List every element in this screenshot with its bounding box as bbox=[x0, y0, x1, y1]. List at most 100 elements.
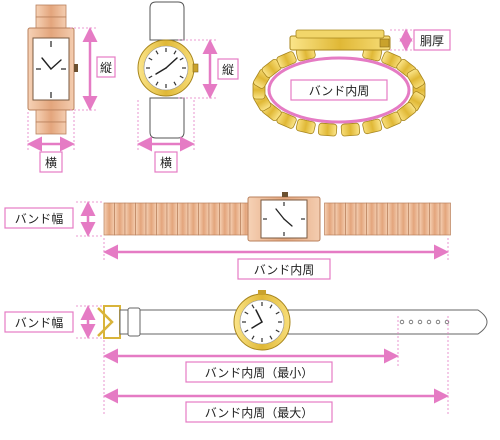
inner-circumference bbox=[267, 56, 411, 124]
hour-tick bbox=[269, 335, 273, 340]
hour-tick bbox=[148, 75, 153, 79]
hour-tick bbox=[179, 75, 184, 79]
hour-tick bbox=[155, 81, 159, 86]
hour-tick bbox=[244, 329, 249, 333]
bracelet-links bbox=[103, 202, 451, 236]
bracelet-link bbox=[187, 202, 199, 236]
hands bbox=[251, 309, 263, 329]
height-label-box: 縦 bbox=[96, 56, 116, 78]
bracelet-link bbox=[381, 111, 402, 129]
hour-tick bbox=[173, 81, 177, 86]
strap-hole bbox=[399, 319, 405, 325]
buckle-frame bbox=[103, 305, 121, 339]
bracelet-link bbox=[408, 202, 420, 236]
bracelet-link bbox=[429, 202, 441, 236]
band-circumference-label-box: バンド内周 bbox=[237, 258, 331, 280]
bracelet-link bbox=[198, 202, 210, 236]
bracelet-link bbox=[418, 202, 430, 236]
strap-holes bbox=[399, 319, 450, 325]
height-label: 縦 bbox=[222, 63, 234, 77]
bracelet-link bbox=[318, 122, 338, 137]
hour-tick bbox=[275, 329, 280, 333]
hour-tick bbox=[244, 311, 249, 315]
bracelet-link bbox=[397, 202, 409, 236]
bracelet-link bbox=[439, 202, 451, 236]
band-width-label: バンド幅 bbox=[15, 315, 64, 330]
band-width-label: バンド幅 bbox=[15, 211, 64, 226]
width-label: 横 bbox=[45, 156, 57, 170]
bracelet-link bbox=[324, 202, 336, 236]
band-width-label-box: バンド幅 bbox=[4, 311, 74, 333]
side-view-watch: バンド内周 胴厚 bbox=[252, 28, 451, 137]
band-circ-max-label-box: バンド内周（最大） bbox=[185, 401, 333, 423]
bracelet-link bbox=[345, 202, 357, 236]
band-circumference-label-box: バンド内周 bbox=[290, 79, 388, 101]
hour-markers bbox=[146, 48, 186, 88]
case-side bbox=[289, 29, 391, 51]
flat-leather-watch: バンド幅 バンド内周（最小） バンド内周（最大） bbox=[4, 290, 488, 423]
bracelet-link bbox=[406, 68, 425, 89]
height-label: 縦 bbox=[100, 61, 112, 75]
width-label-box: 横 bbox=[39, 151, 63, 173]
hour-markers bbox=[242, 302, 282, 342]
guides bbox=[390, 29, 412, 51]
bracelet-link bbox=[340, 122, 360, 137]
bracelet-link bbox=[124, 202, 136, 236]
hour-tick bbox=[275, 311, 280, 315]
strap-keeper bbox=[127, 307, 141, 337]
strap-top bbox=[149, 1, 185, 41]
crown bbox=[74, 64, 78, 72]
hour-tick bbox=[251, 304, 255, 309]
strap-bottom bbox=[149, 97, 185, 139]
bracelet-link bbox=[376, 202, 388, 236]
hour-tick bbox=[269, 304, 273, 309]
hands bbox=[275, 208, 293, 227]
bracelet-link bbox=[166, 202, 178, 236]
hour-markers bbox=[263, 202, 305, 236]
thickness-label-box: 胴厚 bbox=[413, 29, 451, 51]
bracelet-link bbox=[219, 202, 231, 236]
bracelet-link bbox=[295, 118, 316, 135]
strap-hole bbox=[426, 319, 432, 325]
bracelet-link bbox=[355, 202, 367, 236]
bracelet-link bbox=[387, 202, 399, 236]
band-circumference-label: バンド内周 bbox=[309, 84, 370, 98]
height-label-box: 縦 bbox=[217, 58, 239, 80]
hands bbox=[155, 57, 178, 75]
bracelet-bottom bbox=[35, 109, 67, 135]
hour-markers bbox=[36, 41, 66, 98]
rectangular-watch: 縦 横 bbox=[27, 4, 116, 173]
bracelet-link bbox=[156, 202, 168, 236]
hands bbox=[41, 57, 62, 70]
bracelet-link bbox=[114, 202, 126, 236]
strap-hole bbox=[408, 319, 414, 325]
bracelet-link bbox=[229, 202, 241, 236]
bracelet-loop bbox=[252, 45, 426, 137]
bracelet-link bbox=[135, 202, 147, 236]
bracelet-link bbox=[208, 202, 220, 236]
crown bbox=[258, 290, 266, 295]
band-circ-max-label: バンド内周（最大） bbox=[205, 406, 314, 420]
hour-tick bbox=[179, 57, 184, 61]
band-circumference-label: バンド内周 bbox=[254, 263, 315, 277]
round-watch: 縦 横 bbox=[137, 1, 239, 173]
strap-hole-side bbox=[287, 309, 488, 335]
bracelet-link bbox=[103, 202, 115, 236]
bracelet-link bbox=[366, 202, 378, 236]
bracelet-link bbox=[276, 51, 297, 69]
band-circ-min-label-box: バンド内周（最小） bbox=[185, 361, 333, 383]
crown bbox=[192, 63, 199, 73]
width-label: 横 bbox=[160, 156, 172, 170]
bracelet-link bbox=[177, 202, 189, 236]
bracelet-link bbox=[145, 202, 157, 236]
band-width-label-box: バンド幅 bbox=[4, 207, 74, 229]
case-thickness-label: 胴厚 bbox=[420, 34, 444, 48]
hour-tick bbox=[148, 57, 153, 61]
band-circ-min-label: バンド内周（最小） bbox=[205, 366, 314, 380]
hour-tick bbox=[173, 50, 177, 55]
hour-tick bbox=[251, 335, 255, 340]
flat-bracelet-watch: バンド幅 バンド内周 bbox=[4, 192, 451, 280]
strap-hole bbox=[435, 319, 441, 325]
strap-hole bbox=[417, 319, 423, 325]
